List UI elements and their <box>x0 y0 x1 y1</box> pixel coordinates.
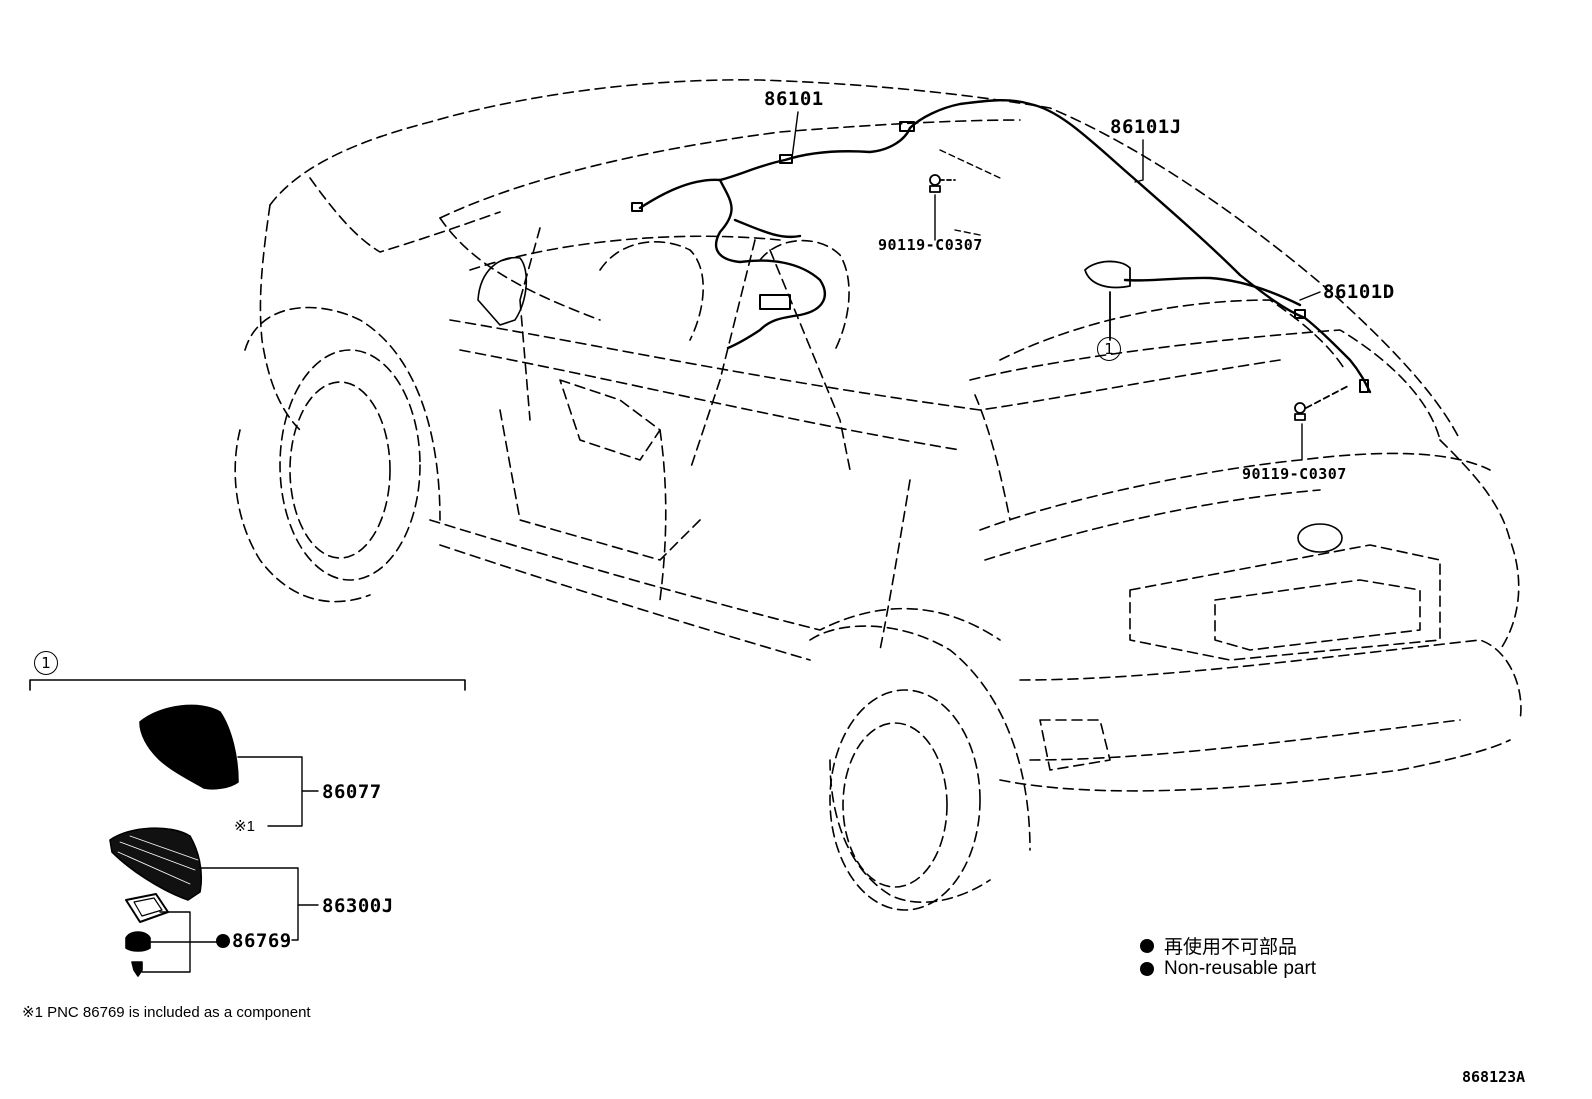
label-86300J: 86300J <box>322 895 394 917</box>
legend-jp: 再使用不可部品 <box>1140 932 1297 959</box>
bolt-lower <box>1294 384 1351 461</box>
callout-detail-marker: 1 <box>34 651 58 675</box>
label-86101: 86101 <box>764 88 824 110</box>
detail-leaders <box>141 756 319 973</box>
detail-bracket <box>29 679 466 691</box>
label-86101J: 86101J <box>1110 116 1182 138</box>
rear-emblem <box>1297 523 1343 553</box>
footnote: ※1 PNC 86769 is included as a component <box>22 1004 311 1021</box>
label-86769-text: 86769 <box>232 930 292 952</box>
diagram-id: 868123A <box>1462 1068 1526 1086</box>
callout-car-marker: 1 <box>1097 337 1121 361</box>
non-reusable-dot <box>216 934 230 948</box>
side-mirror <box>477 256 528 326</box>
legend-dot <box>1140 938 1154 953</box>
leader-lines <box>791 111 1321 301</box>
antenna-cable-86101J <box>1028 102 1372 394</box>
antenna-cable-86101 <box>638 99 1032 350</box>
antenna-base-86300J <box>109 827 203 901</box>
cable-clamps <box>631 121 1369 393</box>
legend-en-text: Non-reusable part <box>1164 958 1317 979</box>
roof-antenna-on-car <box>1084 260 1131 341</box>
label-90119-upper: 90119-C0307 <box>878 236 983 254</box>
gasket <box>125 893 169 923</box>
label-90119-lower: 90119-C0307 <box>1242 465 1347 483</box>
car-body-outline <box>234 79 1522 911</box>
footnote-marker: ※1 <box>234 818 255 835</box>
legend-jp-text: 再使用不可部品 <box>1164 937 1298 958</box>
screw <box>131 961 143 977</box>
label-86101D: 86101D <box>1323 281 1395 303</box>
bolt-upper <box>929 174 956 241</box>
antenna-cover-86077 <box>139 704 239 790</box>
legend-dot <box>1140 962 1154 976</box>
label-86077: 86077 <box>322 781 382 803</box>
label-86769: 86769 <box>216 930 292 952</box>
nut-86769 <box>125 931 151 952</box>
legend-en: Non-reusable part <box>1140 958 1316 980</box>
